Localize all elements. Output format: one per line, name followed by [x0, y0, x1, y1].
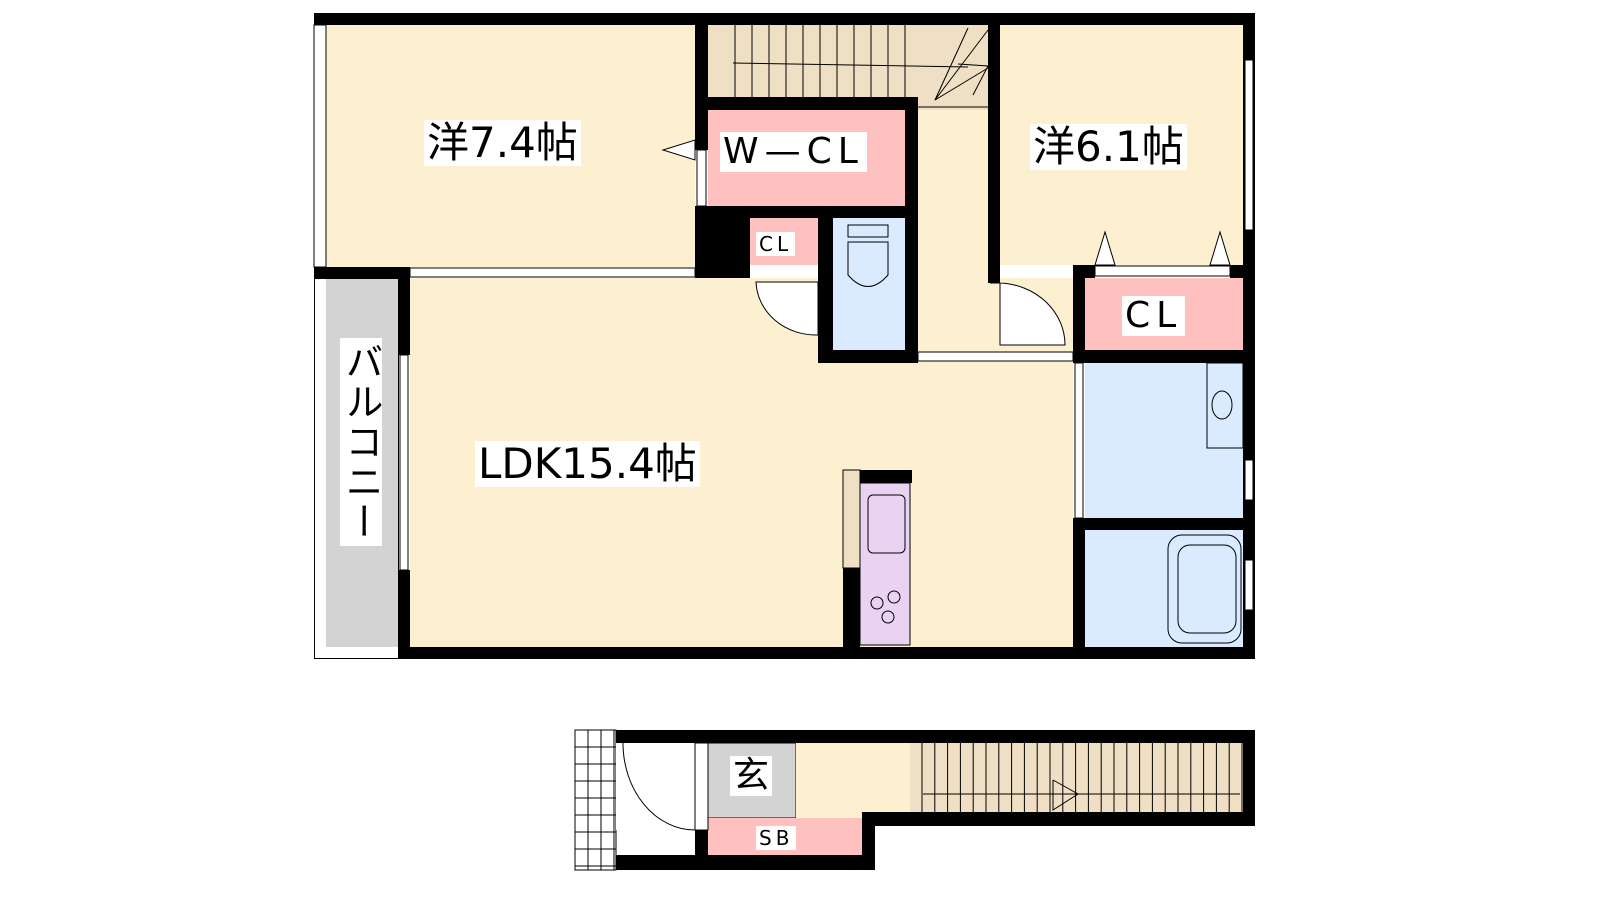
- bathroom-floor: [1085, 530, 1243, 647]
- room-label-ldk: LDK15.4帖: [475, 441, 700, 487]
- walls: [313, 13, 1255, 659]
- bathtub: [1167, 534, 1242, 644]
- stove-burner: [881, 610, 895, 624]
- kitchen-sink: [867, 494, 906, 554]
- washroom-floor: [1085, 363, 1243, 518]
- room-label-western-room-1: 洋7.4帖: [424, 120, 581, 166]
- lower-hall-floor: [796, 743, 910, 818]
- windows-and-doors: [399, 59, 1254, 611]
- room-label-shoe-box: SB: [756, 826, 797, 850]
- room-label-entrance: 玄: [730, 756, 773, 796]
- wash-basin-counter: [1206, 362, 1244, 449]
- wash-door[interactable]: [1074, 362, 1084, 519]
- room-label-closet-right: CL: [1122, 296, 1186, 336]
- lower-stairs: [910, 743, 1243, 812]
- toilet-tank: [847, 224, 889, 238]
- stove-burner: [887, 590, 901, 604]
- wash-window[interactable]: [1244, 459, 1254, 501]
- wcl-door[interactable]: [696, 149, 707, 207]
- entrance-door[interactable]: [694, 742, 709, 831]
- upper-stairs-landing: [918, 95, 988, 110]
- lower-floor: [574, 729, 1255, 871]
- room-label-walk-in-closet: W—CL: [720, 132, 867, 172]
- bath-window[interactable]: [1244, 559, 1254, 611]
- right-window[interactable]: [1244, 59, 1254, 231]
- balcony-outline: [314, 278, 399, 659]
- sliding-door[interactable]: [409, 267, 696, 278]
- ldk-door-swing[interactable]: [755, 281, 819, 336]
- bathtub-inner: [1177, 544, 1237, 634]
- balcony-window[interactable]: [399, 354, 409, 571]
- room2-door-swing[interactable]: [990, 282, 1066, 346]
- stove-burner: [870, 596, 884, 610]
- kitchen-side: [842, 469, 861, 569]
- room-label-closet-small: CL: [756, 232, 796, 256]
- room-label-balcony: バルコニー: [339, 338, 383, 546]
- wash-basin: [1211, 390, 1233, 420]
- fixtures: [847, 224, 1244, 644]
- toilet-bowl: [847, 241, 889, 287]
- room-label-western-room-2: 洋6.1帖: [1030, 124, 1187, 170]
- stairs-treads: [732, 25, 989, 108]
- hall-door-frame[interactable]: [917, 351, 1074, 362]
- entrance-door-swing[interactable]: [622, 742, 696, 831]
- room-fills: [314, 25, 1243, 659]
